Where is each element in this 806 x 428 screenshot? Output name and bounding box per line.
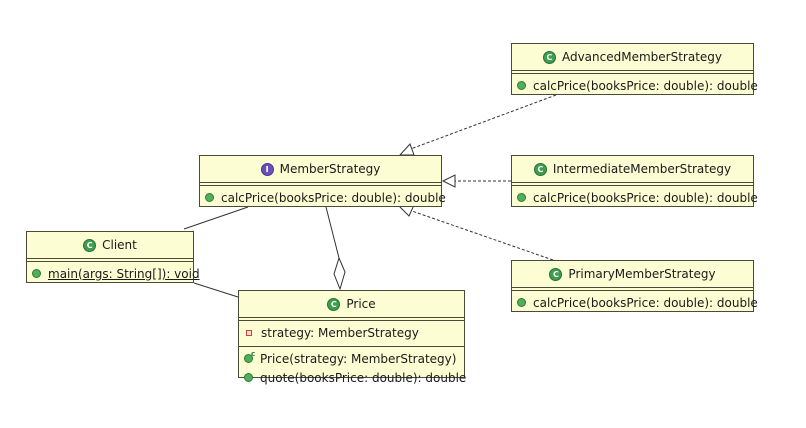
field-row[interactable]: strategy: MemberStrategy — [239, 323, 464, 342]
class-icon: C — [83, 238, 97, 252]
class-icon: C — [542, 50, 556, 64]
association-client-price-line — [193, 282, 239, 298]
realization-intermediate-arrowhead — [441, 174, 456, 188]
public-static-method-icon — [32, 269, 41, 278]
class-header: C Client — [27, 232, 193, 259]
method-row[interactable]: quote(booksPrice: double): double — [239, 368, 467, 387]
private-field-icon — [246, 329, 252, 336]
methods-section: calcPrice(booksPrice: double): double — [200, 185, 446, 209]
realization-advanced-arrowhead — [398, 143, 415, 156]
methods-section: main(args: String[]): void — [27, 261, 200, 285]
class-box-intermediate-member-strategy[interactable]: C IntermediateMemberStrategy calcPrice(b… — [511, 155, 758, 209]
methods-section: Price(strategy: MemberStrategy) quote(bo… — [239, 346, 467, 389]
methods-section: calcPrice(booksPrice: double): double — [512, 290, 758, 314]
class-icon: C — [549, 267, 563, 281]
public-method-icon — [205, 193, 214, 202]
class-header: C IntermediateMemberStrategy — [512, 156, 753, 183]
public-method-icon — [244, 373, 253, 382]
class-box-client[interactable]: C Client main(args: String[]): void — [26, 231, 200, 285]
method-row[interactable]: calcPrice(booksPrice: double): double — [200, 188, 446, 207]
class-box-primary-member-strategy[interactable]: C PrimaryMemberStrategy calcPrice(booksP… — [511, 260, 758, 314]
method-signature: calcPrice(booksPrice: double): double — [533, 190, 758, 205]
method-signature: calcPrice(booksPrice: double): double — [533, 295, 758, 310]
constructor-row[interactable]: Price(strategy: MemberStrategy) — [239, 349, 464, 368]
realization-primary-line — [408, 209, 554, 261]
interface-icon: I — [260, 162, 274, 176]
method-signature: calcPrice(booksPrice: double): double — [533, 78, 758, 93]
method-signature: quote(booksPrice: double): double — [260, 370, 467, 385]
method-signature: calcPrice(booksPrice: double): double — [221, 190, 446, 205]
class-name: AdvancedMemberStrategy — [561, 50, 723, 64]
class-name: IntermediateMemberStrategy — [552, 162, 732, 176]
interface-name: MemberStrategy — [279, 162, 381, 176]
aggregation-price-line — [325, 206, 340, 259]
public-method-icon — [517, 193, 526, 202]
methods-section: calcPrice(booksPrice: double): double — [512, 73, 758, 97]
aggregation-diamond — [333, 256, 346, 291]
class-name: PrimaryMemberStrategy — [568, 267, 716, 281]
method-signature: main(args: String[]): void — [48, 266, 200, 281]
class-header: C Price — [239, 291, 464, 318]
class-icon: C — [533, 162, 547, 176]
interface-header: I MemberStrategy — [200, 156, 441, 183]
method-row[interactable]: calcPrice(booksPrice: double): double — [512, 188, 758, 207]
public-method-icon — [517, 298, 526, 307]
class-box-price[interactable]: C Price strategy: MemberStrategy Price(s… — [238, 290, 466, 385]
method-row[interactable]: main(args: String[]): void — [27, 264, 200, 283]
realization-advanced-line — [407, 94, 557, 151]
class-name: Price — [346, 297, 376, 311]
public-method-icon — [517, 81, 526, 90]
method-row[interactable]: calcPrice(booksPrice: double): double — [512, 76, 758, 95]
constructor-icon — [244, 350, 255, 363]
association-client-member-line — [183, 206, 249, 230]
class-icon: C — [327, 297, 341, 311]
class-header: C PrimaryMemberStrategy — [512, 261, 753, 288]
field-signature: strategy: MemberStrategy — [261, 325, 419, 340]
methods-section: calcPrice(booksPrice: double): double — [512, 185, 758, 209]
method-row[interactable]: calcPrice(booksPrice: double): double — [512, 293, 758, 312]
class-header: C AdvancedMemberStrategy — [512, 44, 753, 71]
method-signature: Price(strategy: MemberStrategy) — [260, 351, 457, 366]
class-name: Client — [102, 238, 137, 252]
fields-section: strategy: MemberStrategy — [239, 320, 464, 344]
class-box-member-strategy[interactable]: I MemberStrategy calcPrice(booksPrice: d… — [199, 155, 446, 209]
class-box-advanced-member-strategy[interactable]: C AdvancedMemberStrategy calcPrice(books… — [511, 43, 758, 97]
